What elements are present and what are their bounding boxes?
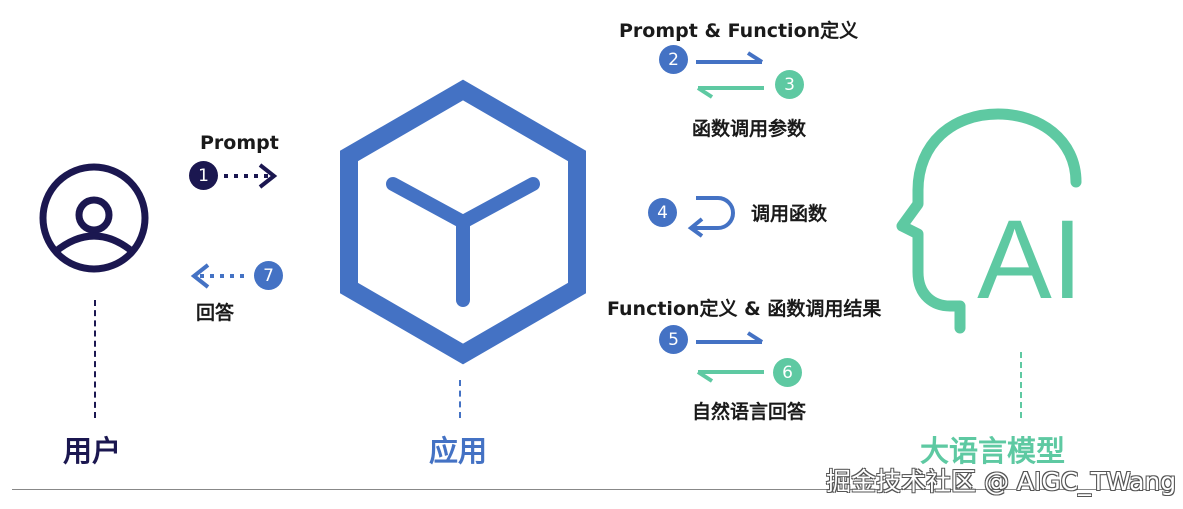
ai-head-icon: AI (896, 108, 1083, 334)
app-label: 应用 (429, 434, 488, 468)
llm-label: 大语言模型 (920, 434, 1066, 468)
baseline-divider (12, 489, 1170, 490)
user-label: 用户 (63, 434, 122, 468)
arrow-right-icon (696, 331, 764, 344)
call-function-label: 调用函数 (751, 203, 828, 225)
ai-text: AI (977, 197, 1083, 322)
step-4-badge: 4 (648, 198, 677, 227)
user-icon (39, 163, 149, 273)
step-7-badge: 7 (254, 261, 283, 290)
llm-lifeline (1020, 352, 1022, 418)
arrow-right-icon (696, 51, 764, 64)
step-2-badge: 2 (659, 45, 688, 74)
step-3-badge: 3 (775, 70, 804, 99)
function-args-label: 函数调用参数 (692, 118, 807, 140)
natural-language-answer-label: 自然语言回答 (692, 401, 807, 423)
arrow-left-dotted-icon (190, 263, 246, 289)
prompt-label: Prompt (200, 132, 279, 154)
step-6-badge: 6 (773, 358, 802, 387)
arrow-left-icon (696, 370, 764, 383)
arrow-left-icon (696, 86, 764, 99)
loop-arrow-icon (687, 196, 735, 238)
step-5-badge: 5 (659, 325, 688, 354)
app-lifeline (459, 380, 461, 418)
prompt-function-label: Prompt & Function定义 (619, 20, 859, 42)
arrow-right-dotted-icon (224, 163, 278, 189)
user-lifeline (94, 300, 96, 418)
step-1-badge: 1 (189, 161, 218, 190)
function-result-label: Function定义 & 函数调用结果 (607, 298, 882, 320)
cube-icon (340, 79, 586, 365)
answer-label: 回答 (196, 302, 235, 324)
watermark: 掘金技术社区 @ AIGC_TWang (826, 467, 1177, 496)
